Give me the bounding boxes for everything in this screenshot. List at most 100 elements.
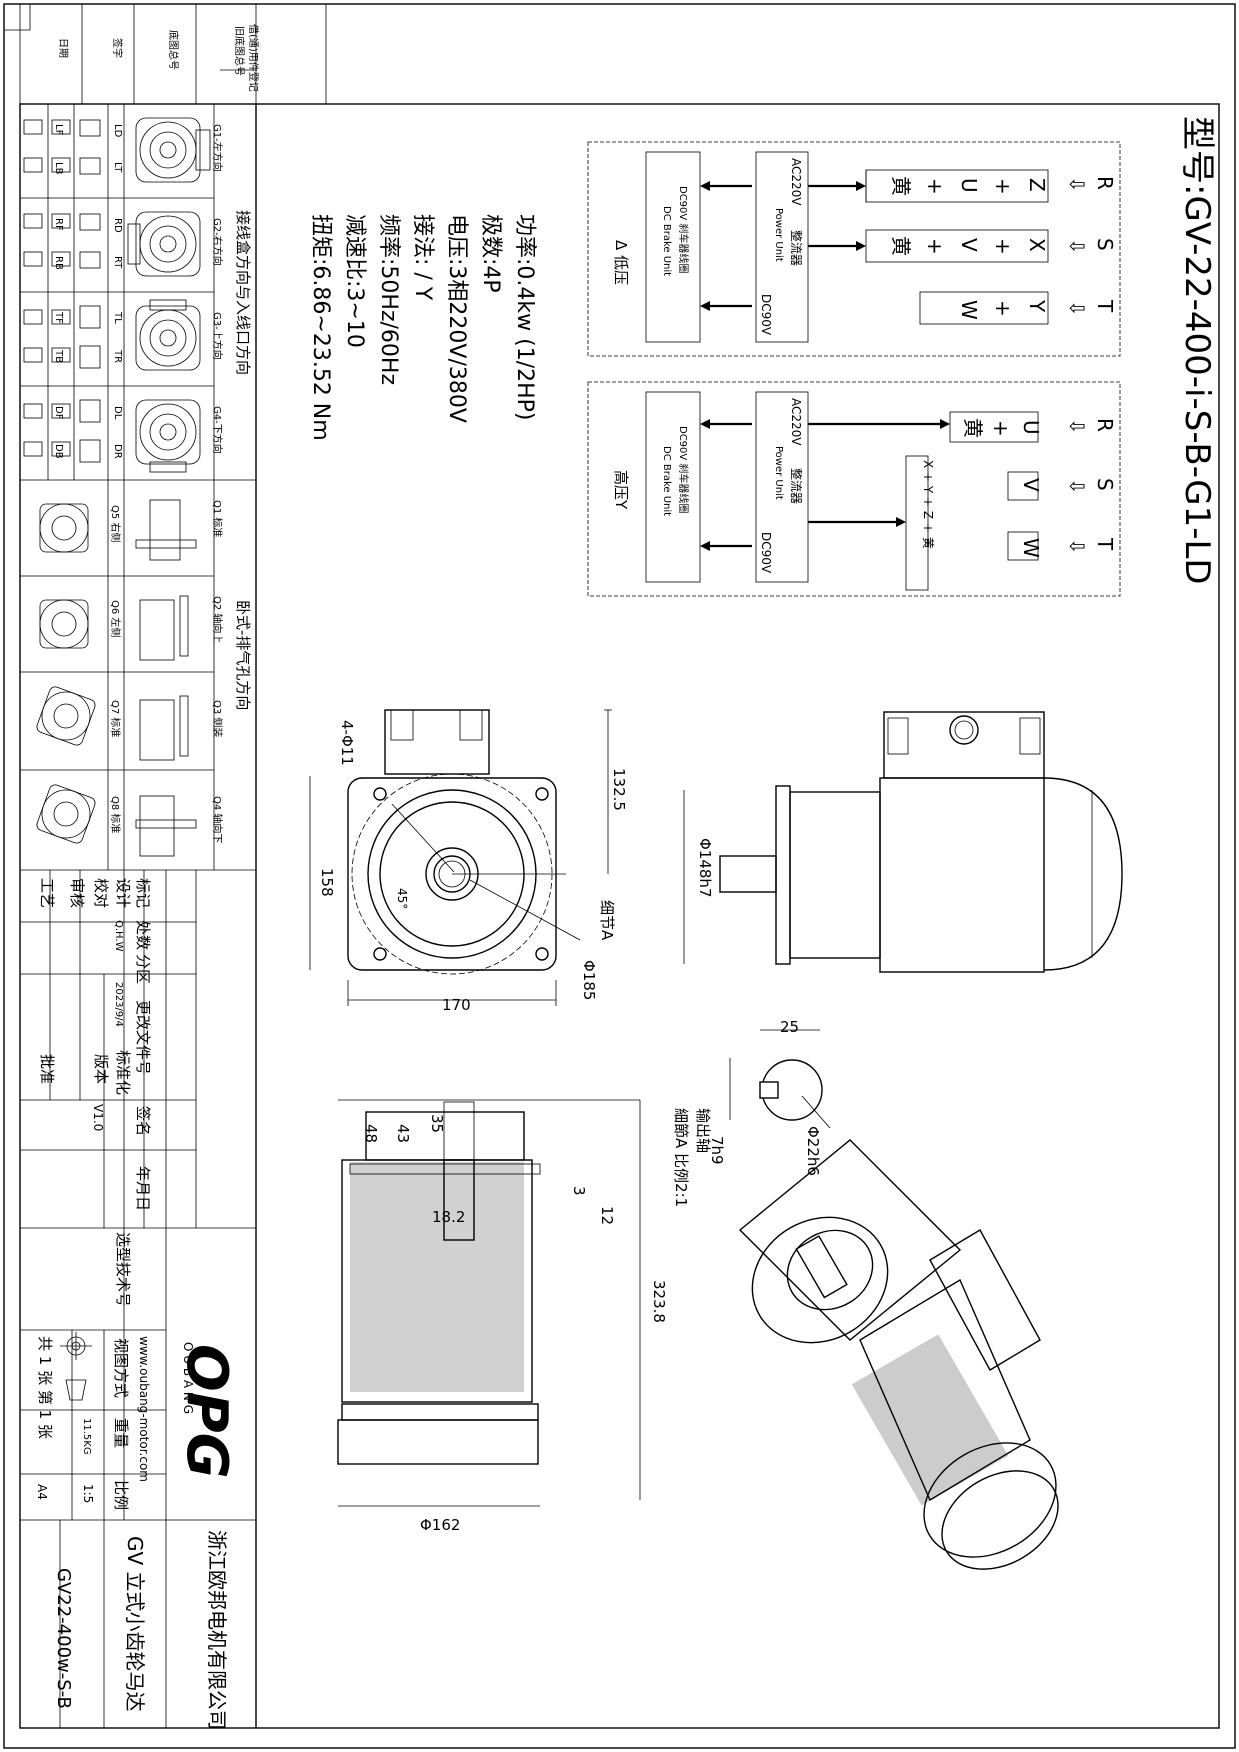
- dim-phi-162: Φ162: [420, 1516, 460, 1534]
- title-block: 标记 处数 分区 更改文件号 签名 年月日 设计 Q.H.W 2023/9/4 …: [20, 870, 256, 1730]
- dim-45-deg: 45°: [395, 888, 409, 909]
- main-content: 型号:GV-22-400-i-S-B-G1-LD 功率:0.4kw (1/2HP…: [308, 116, 1217, 1570]
- tb-check-label: 校对: [92, 878, 110, 908]
- shaft-detail-view: 25 Φ22h6 7h9 输出轴 細節A 比例2:1: [672, 1018, 831, 1207]
- spec-connection: 接法: / Y: [410, 214, 435, 301]
- q5-label: Q5 右侧: [109, 505, 122, 542]
- code-df: DF: [53, 406, 64, 420]
- flange-end-view: 132.5 4-Φ11 158 45° 细节A Φ185 170: [309, 709, 628, 1014]
- brand-website: www.oubang-motor.com: [137, 1336, 151, 1482]
- low-r2-plus2: +: [923, 238, 947, 255]
- code-dr: DR: [112, 444, 123, 459]
- g1-motor-view: [135, 117, 211, 183]
- code-ld: LD: [112, 124, 123, 138]
- spec-torque: 扭矩:6.86~23.52 Nm: [308, 214, 333, 441]
- tb-sheets: 共 1 张 第 1 张: [36, 1336, 54, 1439]
- code-tr: TR: [112, 349, 123, 363]
- header-borrow-label: 借(通)用件登记: [247, 24, 260, 92]
- low-arrow-2: ⇩: [1065, 238, 1089, 255]
- model-title: 型号:GV-22-400-i-S-B-G1-LD: [1177, 116, 1217, 585]
- high-arrow-2: ⇩: [1065, 478, 1089, 495]
- tb-process-label: 工艺: [38, 878, 56, 908]
- outer-border: [3, 3, 1236, 1749]
- inner-border: [19, 103, 1220, 1729]
- dim-4-phi-11: 4-Φ11: [338, 720, 356, 766]
- dim-7h9: 7h9: [708, 1136, 726, 1165]
- dim-phi-22: Φ22h6: [804, 1126, 822, 1176]
- wiring-diagram-low: R S T ⇩ ⇩ ⇩ Z + U + 黄 X + V + 黄 Y + W: [587, 141, 1121, 357]
- high-r1-yellow: 黄: [961, 418, 985, 438]
- motor-side-view-bottom: 48 43 35 3 12 18.2 323.8 Φ162: [337, 1099, 668, 1534]
- detail-a-label: 细节A: [598, 900, 616, 941]
- high-ac220-label: AC220V: [789, 398, 803, 446]
- dim-132-5: 132.5: [610, 768, 628, 811]
- high-star-label: X + Y + Z + 黄: [921, 460, 935, 549]
- high-r3-w: W: [1019, 538, 1043, 558]
- high-r1-plus: +: [989, 420, 1013, 437]
- tb-version-label: 版本: [92, 1054, 110, 1084]
- tb-scale-label: 比例: [112, 1480, 130, 1510]
- code-rb: RB: [53, 256, 64, 270]
- low-power-unit-label: Power Unit: [773, 208, 784, 262]
- dim-48: 48: [362, 1124, 380, 1143]
- mounting-table: 接线盒方向与入线口方向 卧式-排气孔方向 G1-左方向 G2-右方向 G3-上方…: [20, 104, 257, 1728]
- low-r1-yellow: 黄: [889, 176, 913, 196]
- low-r3-w: W: [957, 300, 981, 320]
- high-power-unit-label: Power Unit: [773, 446, 784, 500]
- tb-design-date: 2023/9/4: [113, 982, 124, 1027]
- spec-poles: 极数:4P: [478, 214, 503, 293]
- tb-view-label: 视图方式: [112, 1338, 130, 1398]
- g3-label: G3-上方向: [211, 312, 224, 360]
- tb-sign: 签名: [134, 1106, 152, 1136]
- low-r1-u: U: [957, 178, 981, 193]
- dim-phi-185: Φ185: [580, 960, 598, 1000]
- spec-power: 功率:0.4kw (1/2HP): [512, 214, 537, 421]
- shaft-label: 输出轴: [694, 1108, 712, 1153]
- g1-label: G1-左方向: [211, 124, 224, 172]
- tb-count: 处数: [134, 920, 152, 950]
- tb-scale: 1:5: [81, 1484, 95, 1503]
- dim-43: 43: [394, 1124, 412, 1143]
- g2-label: G2-右方向: [211, 218, 224, 266]
- high-arrow-1: ⇩: [1065, 418, 1089, 435]
- code-rt: RT: [112, 256, 123, 269]
- dim-phi-148: Φ148h7: [696, 838, 714, 898]
- tb-weight: 11.5KG: [81, 1418, 92, 1455]
- tb-selection-label: 选型技术号: [114, 1232, 132, 1307]
- projection-symbol-icon: [60, 1332, 92, 1401]
- low-brake-unit-label: DC Brake Unit: [661, 206, 672, 276]
- tb-designer: Q.H.W: [113, 920, 124, 952]
- low-phase-s: S: [1093, 238, 1117, 251]
- motor-isometric-view: [738, 1139, 1059, 1570]
- high-caption: 高压Y: [612, 470, 630, 510]
- high-brake-label: DC90V 刹车器线圈: [677, 426, 690, 513]
- high-brake-unit-label: DC Brake Unit: [661, 446, 672, 516]
- dim-3: 3: [570, 1186, 588, 1196]
- low-r3-plus: +: [991, 300, 1015, 317]
- tb-review-label: 审核: [68, 878, 86, 908]
- low-r3-y: Y: [1025, 299, 1049, 313]
- low-r2-v: V: [957, 238, 981, 252]
- low-dc90-label: DC90V: [759, 294, 773, 336]
- high-phase-s: S: [1093, 478, 1117, 491]
- mounting-heading-2: 卧式-排气孔方向: [234, 600, 252, 710]
- tb-mark: 标记: [134, 878, 152, 908]
- high-r1-u: U: [1019, 420, 1043, 435]
- low-phase-r: R: [1093, 176, 1117, 190]
- code-rd: RD: [112, 218, 123, 233]
- q-views: [36, 499, 197, 857]
- spec-ratio: 减速比:3~10: [342, 214, 367, 348]
- low-ac220-label: AC220V: [789, 158, 803, 206]
- low-arrow-1: ⇩: [1065, 176, 1089, 193]
- drawing-number: GV22-400w-S-B: [53, 1568, 74, 1709]
- high-r2-v: V: [1019, 478, 1043, 492]
- high-arrow-3: ⇩: [1065, 538, 1089, 555]
- dim-158: 158: [318, 868, 336, 897]
- code-db: DB: [53, 444, 64, 459]
- brand-sub: O U B A N G: [181, 1342, 195, 1414]
- tb-design-label: 设计: [114, 878, 132, 908]
- low-r2-plus1: +: [991, 238, 1015, 255]
- company-name: 浙江欧邦电机有限公司: [205, 1530, 229, 1730]
- dim-170: 170: [442, 996, 471, 1014]
